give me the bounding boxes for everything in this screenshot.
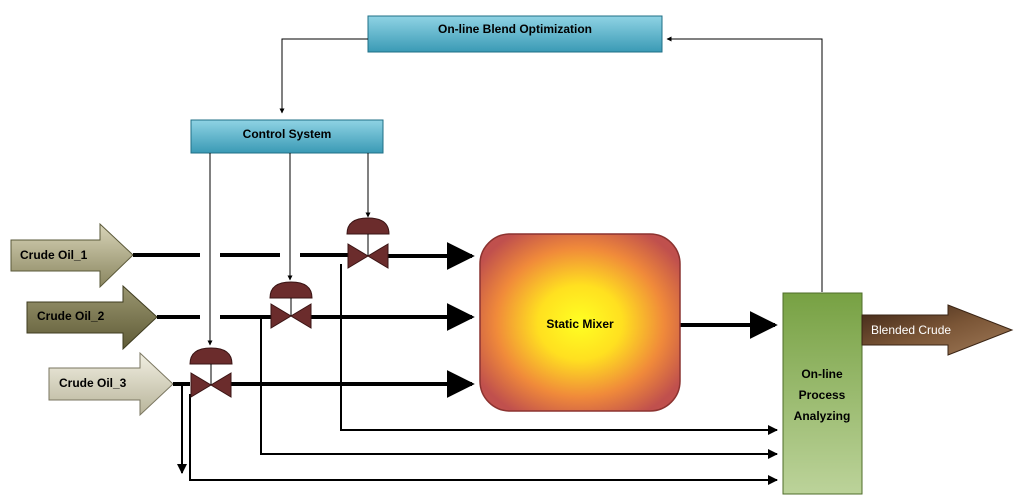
- control-valve-2: [269, 281, 313, 329]
- control-system-label: Control System: [243, 127, 332, 141]
- control-system-box: Control System: [190, 119, 384, 154]
- input-arrow-crude-oil-2: Crude Oil_2: [26, 284, 158, 351]
- sample-line-2: [260, 317, 778, 459]
- sample-line-3: [189, 394, 778, 485]
- analyzer-label-line-2: Process: [799, 388, 846, 402]
- process-analyzer-box: On-line Process Analyzing: [782, 292, 863, 495]
- input-arrow-crude-oil-1: Crude Oil_1: [10, 222, 134, 289]
- input-arrow-crude-oil-3: Crude Oil_3: [48, 351, 174, 417]
- blended-crude-label: Blended Crude: [871, 323, 951, 337]
- sample-line-1: [340, 264, 778, 435]
- blend-optimization-label: On-line Blend Optimization: [438, 22, 592, 36]
- output-arrow-blended-crude: Blended Crude: [861, 304, 1014, 356]
- analyzer-label-line-1: On-line: [801, 367, 843, 381]
- control-valve-3: [189, 347, 233, 398]
- static-mixer-label: Static Mixer: [546, 317, 614, 331]
- optimization-to-control-line: [279, 38, 368, 114]
- analyzer-to-optimization-line: [666, 36, 823, 292]
- blend-optimization-box: On-line Blend Optimization: [367, 15, 663, 53]
- analyzer-label-line-3: Analyzing: [794, 409, 851, 423]
- static-mixer: Static Mixer: [479, 233, 681, 412]
- crude-oil-2-label: Crude Oil_2: [37, 309, 105, 323]
- crude-oil-3-label: Crude Oil_3: [59, 376, 127, 390]
- sample-lines: [177, 264, 778, 485]
- crude-oil-1-label: Crude Oil_1: [20, 248, 88, 262]
- control-valve-1: [346, 217, 390, 269]
- feedback-lines: [207, 36, 823, 346]
- flow-lines: [133, 242, 778, 398]
